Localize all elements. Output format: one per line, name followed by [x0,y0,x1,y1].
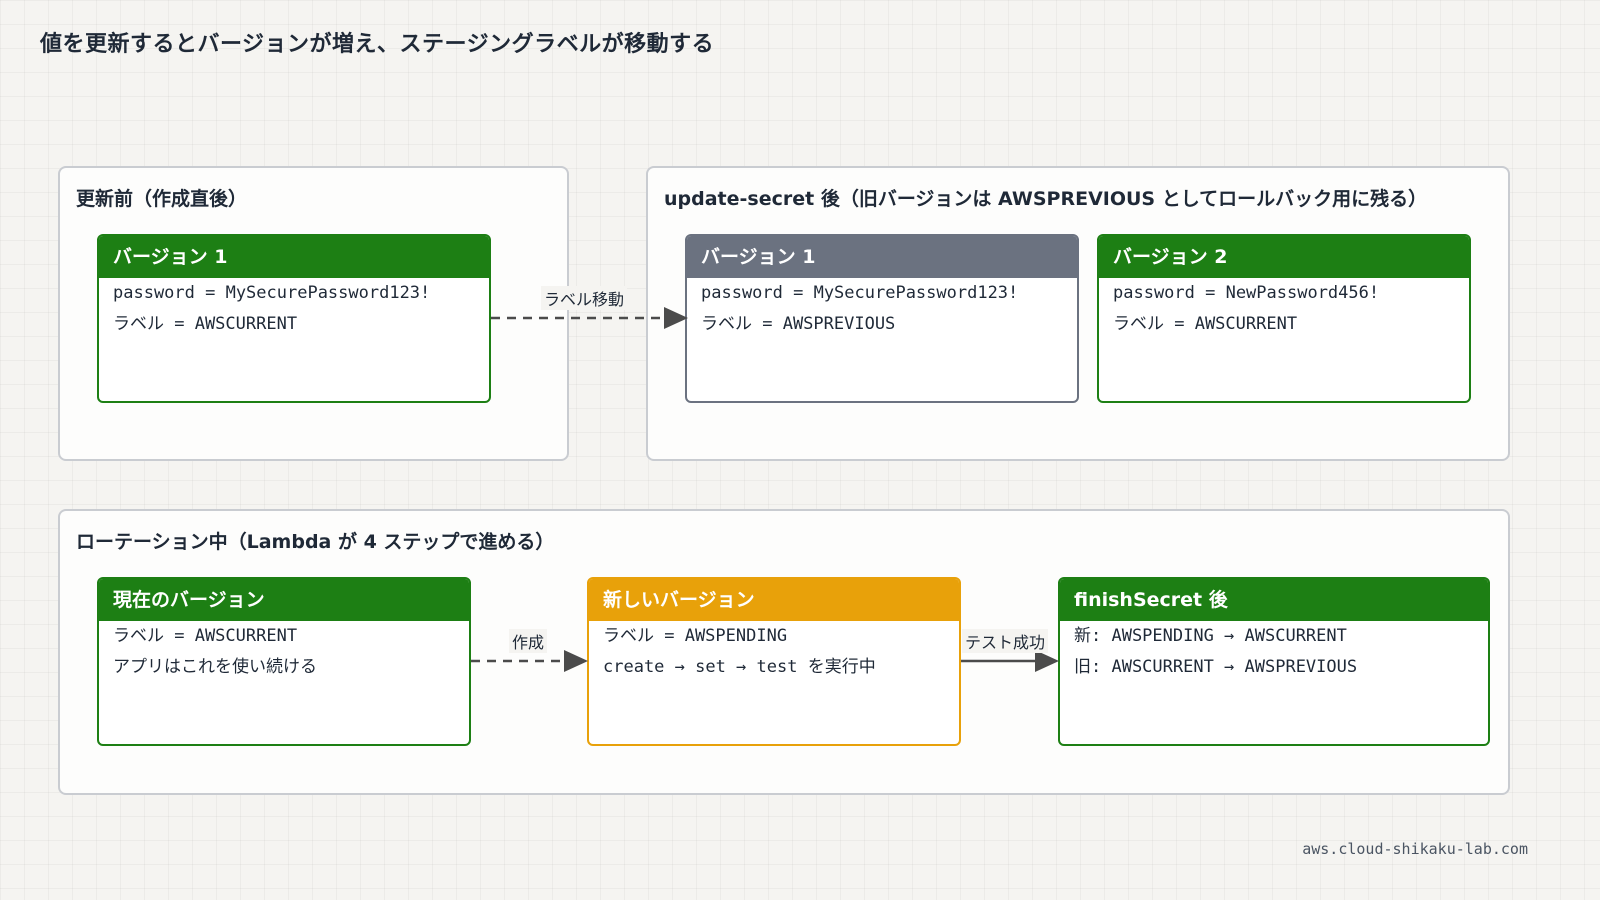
card-line: ラベル = AWSPREVIOUS [701,314,896,334]
card-line: 旧: AWSCURRENT → AWSPREVIOUS [1074,657,1358,677]
card-line: ラベル = AWSCURRENT [113,314,298,334]
card-header: finishSecret 後 [1060,579,1488,621]
panel-title: ローテーション中（Lambda が 4 ステップで進める） [76,531,555,553]
arrow-label-create: 作成 [509,629,548,653]
card-header: バージョン 2 [1099,236,1469,278]
card-after-finish-secret: finishSecret 後 新: AWSPENDING → AWSCURREN… [1058,577,1490,746]
card-line: ラベル = AWSCURRENT [113,626,298,646]
card-header: バージョン 1 [687,236,1077,278]
card-current-version: 現在のバージョン ラベル = AWSCURRENT アプリはこれを使い続ける [97,577,471,746]
card-line: ラベル = AWSPENDING [603,626,788,646]
card-line: 新: AWSPENDING → AWSCURRENT [1074,626,1347,646]
card-line: password = NewPassword456! [1113,283,1380,303]
card-before-version-1: バージョン 1 password = MySecurePassword123! … [97,234,491,403]
arrow-label-test-success: テスト成功 [962,629,1049,653]
card-line: ラベル = AWSCURRENT [1113,314,1298,334]
card-line: アプリはこれを使い続ける [113,657,317,677]
arrow-label-label-move: ラベル移動 [541,286,628,310]
card-header: バージョン 1 [99,236,489,278]
panel-title: update-secret 後（旧バージョンは AWSPREVIOUS としてロ… [664,188,1428,210]
card-line: create → set → test を実行中 [603,657,876,677]
footer-site-url: aws.cloud-shikaku-lab.com [1302,840,1528,858]
card-new-version: 新しいバージョン ラベル = AWSPENDING create → set →… [587,577,961,746]
card-header: 新しいバージョン [589,579,959,621]
card-after-version-1: バージョン 1 password = MySecurePassword123! … [685,234,1079,403]
card-after-version-2: バージョン 2 password = NewPassword456! ラベル =… [1097,234,1471,403]
page-title: 値を更新するとバージョンが増え、ステージングラベルが移動する [40,32,715,57]
panel-title: 更新前（作成直後） [76,188,248,210]
card-line: password = MySecurePassword123! [113,283,431,303]
card-line: password = MySecurePassword123! [701,283,1019,303]
card-header: 現在のバージョン [99,579,469,621]
